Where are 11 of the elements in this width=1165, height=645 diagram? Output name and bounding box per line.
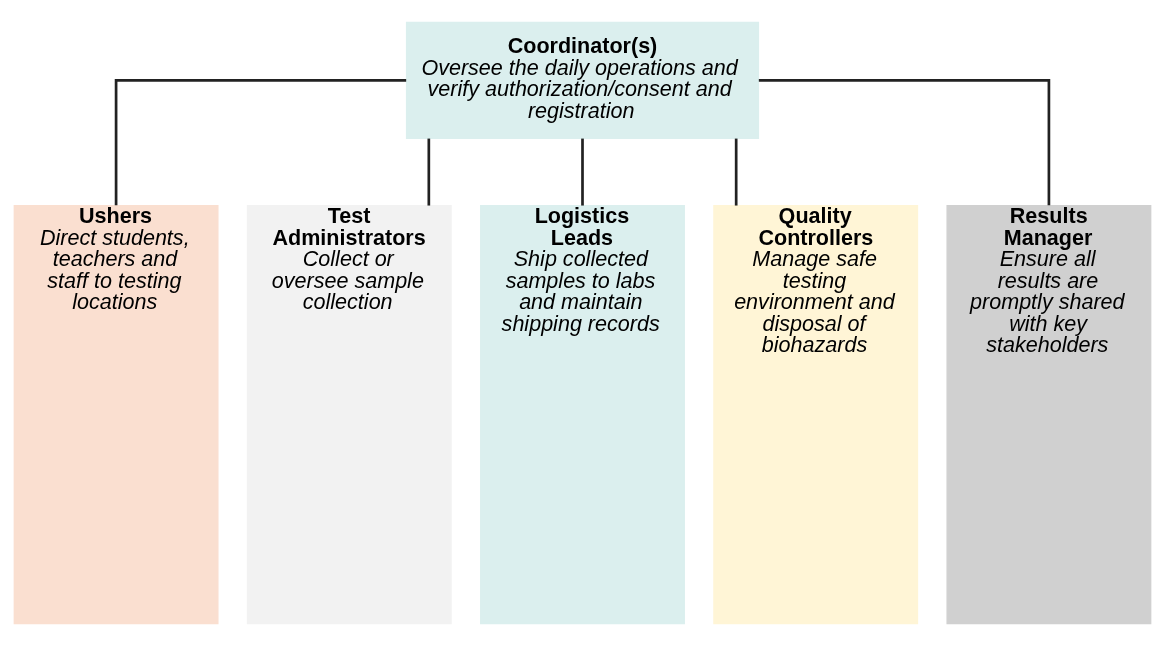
- connector: [581, 138, 584, 206]
- node-box: Coordinator(s) Oversee the daily operations and verify authorization/consent and registration: [405, 21, 760, 139]
- node-box: Quality Controllers Manage safe testing environment and disposal of biohazards: [713, 204, 919, 624]
- node-box: Ushers Direct students, teachers and staff to testing locations: [13, 204, 219, 624]
- node-box: Test Administrators Collect or oversee sample collection: [246, 204, 452, 624]
- connector: [114, 78, 407, 205]
- node-box: Results Manager Ensure all results are promptly shared with key stakeholders: [946, 204, 1152, 624]
- connector: [734, 138, 738, 206]
- connector: [427, 138, 431, 206]
- connector: [758, 78, 1051, 205]
- node-box: Logistics Leads Ship collected samples to labs and maintain shipping records: [480, 204, 685, 624]
